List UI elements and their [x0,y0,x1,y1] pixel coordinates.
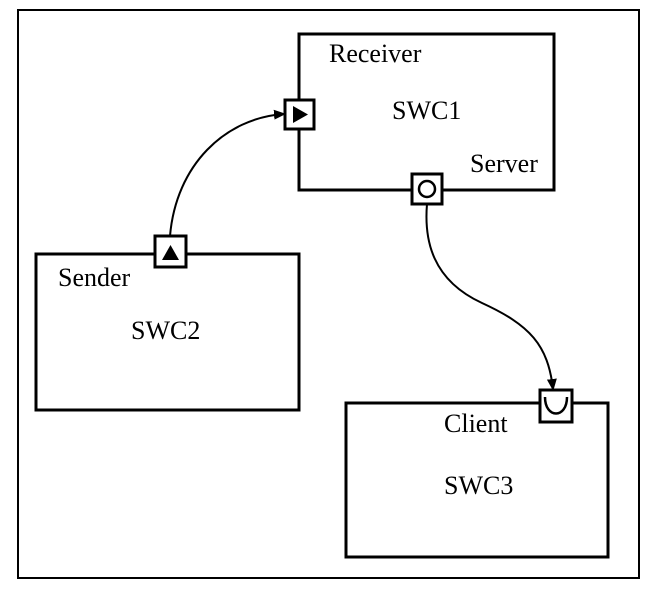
swc3-box [344,401,610,559]
swc1-component[interactable]: Receiver SWC1 Server [297,32,556,192]
swc3-component[interactable]: Client SWC3 [344,401,610,559]
swc2-name: SWC2 [131,316,200,345]
swc2-component[interactable]: Sender SWC2 [34,252,301,412]
receiver-port-icon[interactable] [283,98,316,131]
swc2-role-label: Sender [58,263,131,292]
swc1-name: SWC1 [392,96,461,125]
swc3-name: SWC3 [444,471,513,500]
swc3-role-label: Client [444,409,508,438]
server-port-icon[interactable] [410,172,444,206]
swc1-port-label: Server [470,149,538,178]
sender-receiver-connector [169,109,286,237]
diagram-frame [17,9,640,579]
sender-port-icon[interactable] [153,234,188,269]
swc1-role-label: Receiver [329,39,422,68]
client-port-icon[interactable] [538,388,574,424]
swc2-box [34,252,301,412]
client-server-connector [425,203,557,391]
